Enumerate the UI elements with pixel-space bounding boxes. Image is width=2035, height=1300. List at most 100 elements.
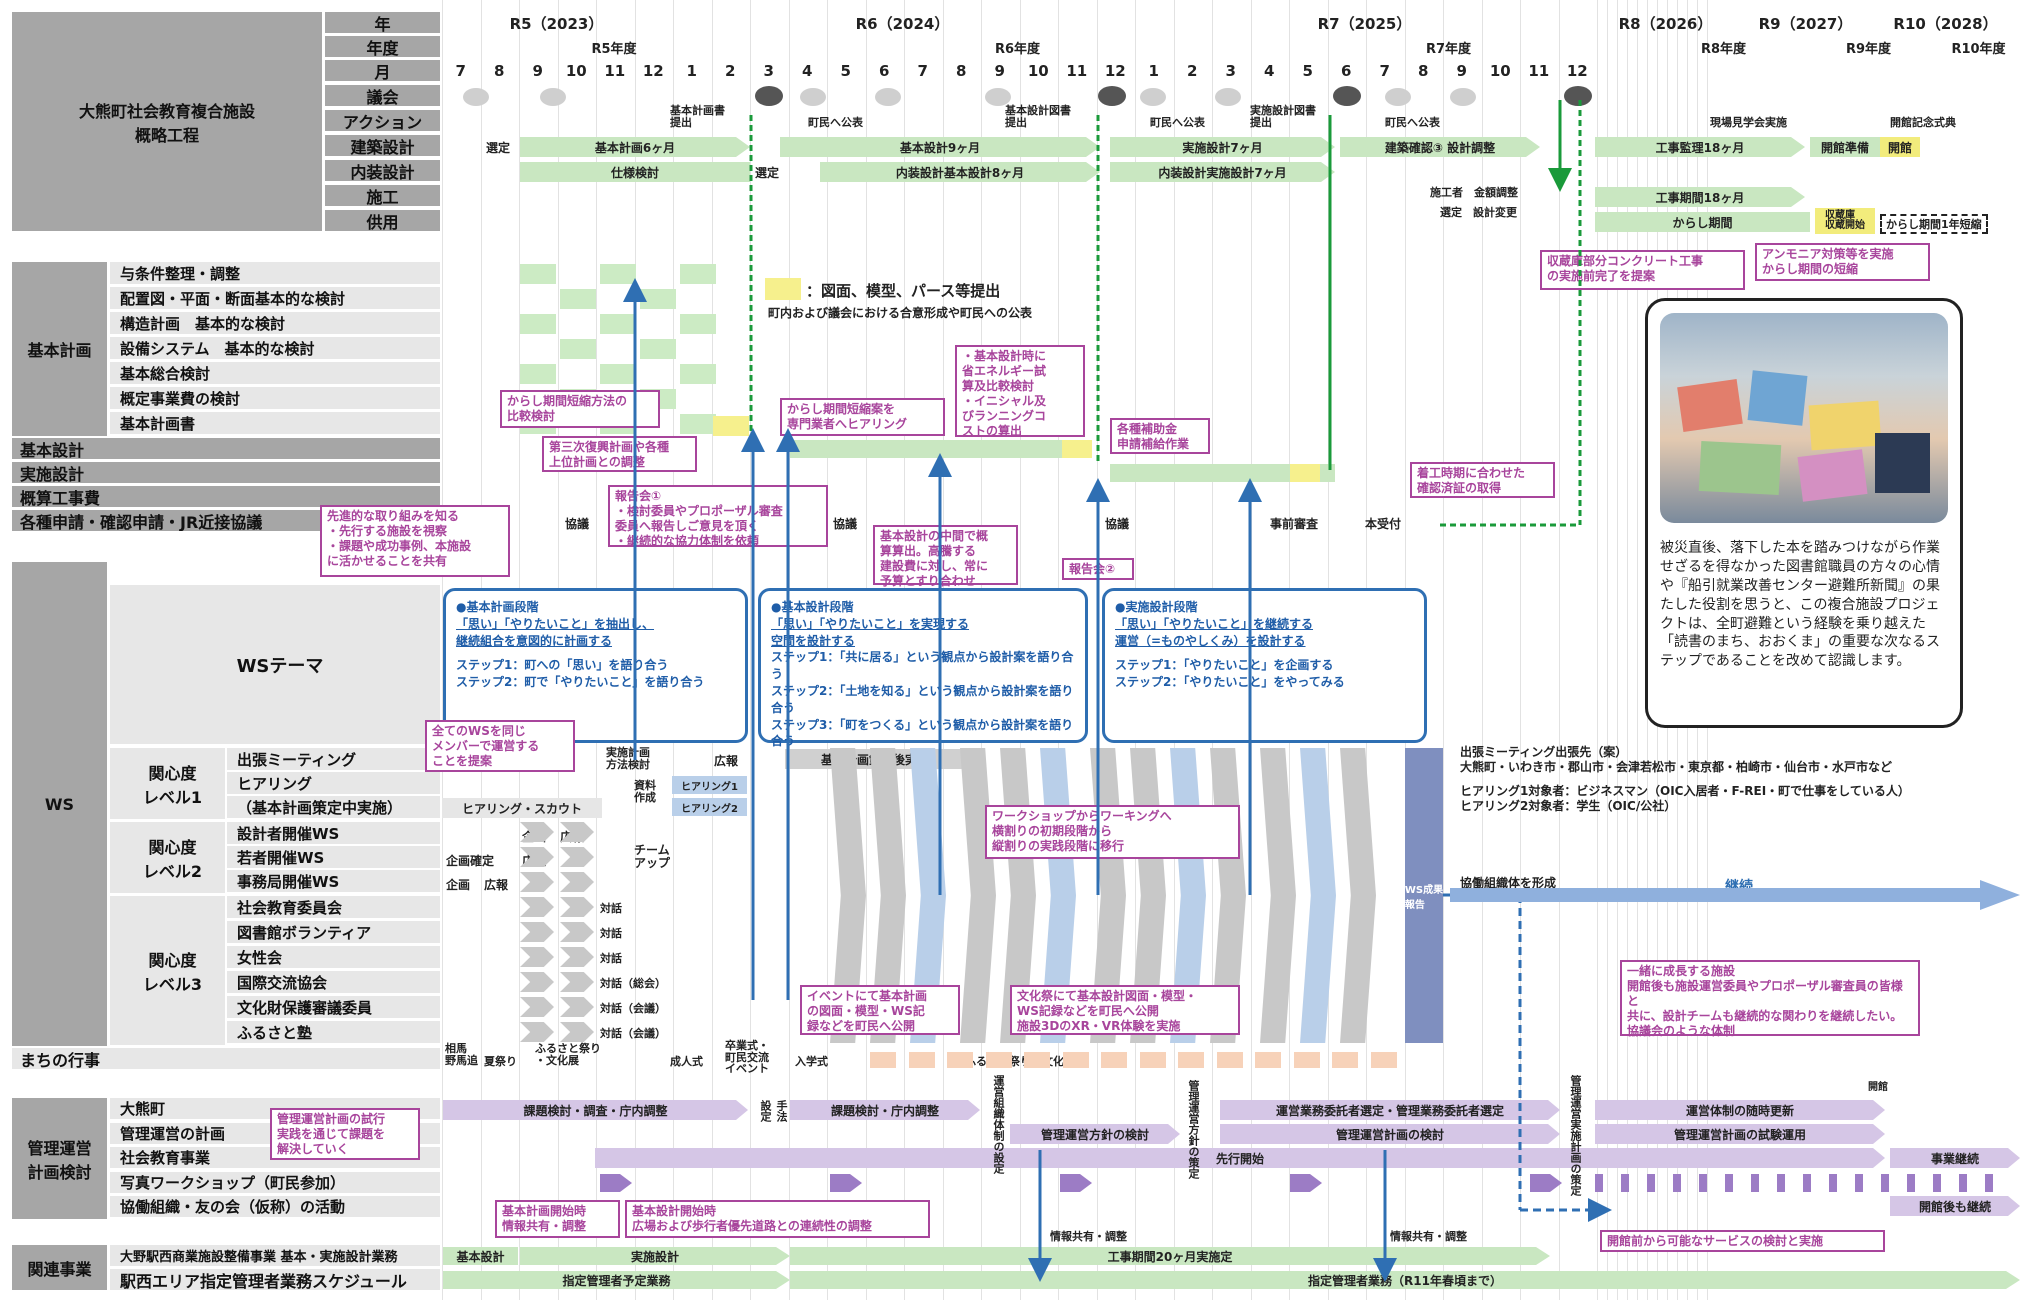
service-curing: からし期間 xyxy=(1595,212,1810,232)
event-mark xyxy=(1063,1052,1089,1068)
month-cell: 12 xyxy=(635,60,674,82)
year-r7: R7（2025） xyxy=(1134,12,1596,34)
town-events-label: まちの行事 xyxy=(12,1048,440,1070)
ws-chevron-small xyxy=(560,1022,594,1042)
month-cell: 12 xyxy=(1097,60,1136,82)
callout-storage-concrete: 収蔵庫部分コンクリート工事 の実施前完了を提案 xyxy=(1540,250,1745,290)
callout-ammonia: アンモニア対策等を実施 からし期間の短縮 xyxy=(1755,243,1930,281)
ws-row: 図書館ボランティア xyxy=(227,921,440,944)
ws-cell-method: 実施計画 方法検討 xyxy=(606,747,650,771)
photo-panel: 被災直後、落下した本を踏みつけながら作業せざるを得なかった図書館職員の方々の心情… xyxy=(1645,298,1963,728)
ws-row: ヒアリング xyxy=(227,772,440,795)
year-r9: R9（2027） xyxy=(1736,12,1876,34)
permit-5: 本受付 xyxy=(1365,515,1401,532)
plan-task-cell xyxy=(520,264,556,284)
related-row-1: 大野駅西商業施設整備事業 基本・実施設計業務 xyxy=(110,1245,440,1267)
council-meeting-key xyxy=(1098,86,1126,106)
council-meeting-key xyxy=(1564,86,1592,106)
activity-mark xyxy=(1751,1174,1759,1192)
fiscal-r10: R10年度 xyxy=(1939,36,2019,58)
dialog-cell: 対話 xyxy=(600,950,622,966)
plan-task-cell xyxy=(520,364,556,384)
plan-task-cell xyxy=(680,264,716,284)
activity-mark xyxy=(1673,1174,1681,1192)
ws-chevron-small xyxy=(560,922,594,942)
ws-row: 若者開催WS xyxy=(227,846,440,869)
plan-task-cell xyxy=(560,289,596,309)
photo-ws-mark xyxy=(1060,1174,1092,1192)
plan-task-cell xyxy=(600,314,636,334)
callout-event-public: イベントにて基本計画 の図面・模型・WS記 録などを町民へ公開 xyxy=(800,985,960,1035)
legend-text: ：図面、模型、パース等提出 xyxy=(806,280,1000,301)
callout-culture-public: 文化祭にて基本設計図面・模型・ WS記録などを町民へ公開 施設3DのXR・VR体… xyxy=(1010,985,1240,1035)
action-public-2: 町民へ公表 xyxy=(1150,114,1205,130)
month-cell: 9 xyxy=(981,60,1020,82)
mg-bar-1: 課題検討・調査・庁内調整 xyxy=(443,1100,748,1120)
grid-line xyxy=(1559,0,1560,1300)
mg-bar-7: 管理運営計画の試験運用 xyxy=(1595,1124,1885,1144)
permit-4: 事前審査 xyxy=(1270,515,1318,532)
activity-mark xyxy=(1985,1174,1993,1192)
callout-grow-together: 一緒に成長する施設 開館後も施設運営委員やプロポーザル審査員の皆様と 共に、設計… xyxy=(1620,960,1920,1036)
event-mark xyxy=(1332,1052,1358,1068)
activity-mark xyxy=(1959,1174,1967,1192)
interior-basic: 内装設計基本設計8ヶ月 xyxy=(820,162,1100,182)
event-mark xyxy=(1140,1052,1166,1068)
panel3-title: ●実施設計段階 xyxy=(1115,599,1414,616)
year-r8: R8（2026） xyxy=(1596,12,1736,34)
ws-chevron-small xyxy=(520,872,554,892)
mg-bar-8: 先行開始 xyxy=(595,1148,1885,1168)
photo-ws-mark xyxy=(600,1174,632,1192)
basic-plan-row: 基本総合検討 xyxy=(110,362,440,385)
plan-task-cell xyxy=(680,414,716,434)
label-month: 月 xyxy=(325,60,440,82)
related-bar-1: 基本設計 xyxy=(443,1247,518,1265)
event-mark xyxy=(909,1052,935,1068)
action-opening: 開館記念式典 xyxy=(1890,114,1956,130)
ws-row: 女性会 xyxy=(227,946,440,969)
ws-theme-label: WSテーマ xyxy=(110,585,440,745)
arch-check: 建築確認③ 設計調整 xyxy=(1340,137,1540,157)
photo-ws-mark xyxy=(1290,1174,1322,1192)
activity-mark xyxy=(1777,1174,1785,1192)
related-row-2: 駅西エリア指定管理者業務スケジュール xyxy=(110,1269,440,1291)
permit-3: 協議 xyxy=(1105,515,1129,532)
month-cell: 10 xyxy=(1482,60,1521,82)
ws-row: 事務局開催WS xyxy=(227,870,440,893)
basic-plan-row: 設備システム 基本的な検討 xyxy=(110,337,440,360)
related-group: 関連事業 xyxy=(12,1245,107,1291)
month-cell: 11 xyxy=(1520,60,1559,82)
basic-plan-submit xyxy=(713,416,749,436)
council-meeting-key xyxy=(1333,86,1361,106)
year-r10: R10（2028） xyxy=(1876,12,2016,34)
dialog-cell: 対話（会議） xyxy=(600,1000,666,1016)
callout-management: 管理運営計画の試行 実践を通じて課題を 解決していく xyxy=(270,1108,420,1160)
event-mark xyxy=(1024,1052,1050,1068)
mg-bar-4: 運営体制の随時更新 xyxy=(1595,1100,1885,1120)
event-mark xyxy=(1101,1052,1127,1068)
callout-curing-compare: からし期間短縮方法の 比較検討 xyxy=(500,390,660,428)
level2: 関心度 レベル2 xyxy=(110,822,225,894)
callout-estimate-mid: 基本設計の中間で概 算算出。高騰する 建設費に対し、常に 予算とすり合わせ xyxy=(873,525,1018,585)
ws-chevron-small xyxy=(560,997,594,1017)
ws-chevron-small xyxy=(560,972,594,992)
mg-v1: 手法 設定 xyxy=(757,1100,789,1122)
ws-chevron-small xyxy=(520,972,554,992)
ws-row: 設計者開催WS xyxy=(227,822,440,845)
arch-detail-design: 実施設計7ヶ月 xyxy=(1110,137,1335,157)
month-cell: 3 xyxy=(1212,60,1251,82)
service-storage: 収蔵庫 収蔵開始 xyxy=(1815,208,1875,234)
activity-mark xyxy=(1829,1174,1837,1192)
panel3-l1: 「思い」「やりたいこと」を継続する xyxy=(1115,616,1414,633)
label-arch: 建築設計 xyxy=(325,135,440,157)
related-shared-2: 情報共有・調整 xyxy=(1390,1228,1467,1244)
fiscal-r7: R7年度 xyxy=(1249,36,1649,58)
month-cell: 2 xyxy=(712,60,751,82)
activity-mark xyxy=(1933,1174,1941,1192)
construction-change: 選定 設計変更 xyxy=(1440,204,1517,220)
related-bar-4: 指定管理者予定業務 xyxy=(443,1271,790,1289)
council-meeting xyxy=(540,88,566,106)
label-action: アクション xyxy=(325,110,440,132)
ws-result-report: WS成果 報告 xyxy=(1405,748,1443,1043)
